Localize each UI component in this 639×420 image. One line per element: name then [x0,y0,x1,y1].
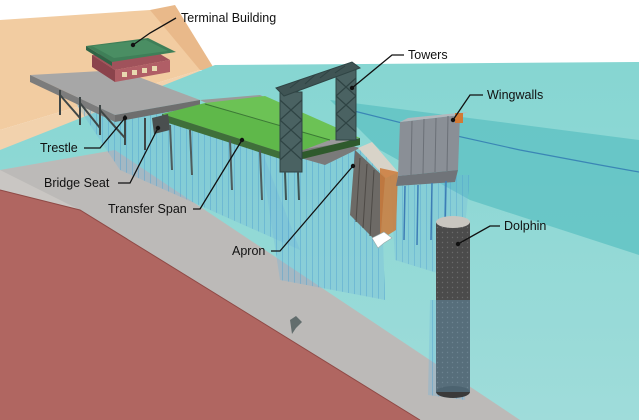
label-towers: Towers [408,48,448,62]
label-trestle: Trestle [40,141,78,155]
dolphin [436,216,470,398]
label-wingwalls: Wingwalls [487,88,543,102]
label-dolphin: Dolphin [504,219,546,233]
label-terminal-building: Terminal Building [181,11,276,25]
label-apron: Apron [232,244,265,258]
label-bridge-seat: Bridge Seat [44,176,110,190]
label-transfer-span: Transfer Span [108,202,187,216]
